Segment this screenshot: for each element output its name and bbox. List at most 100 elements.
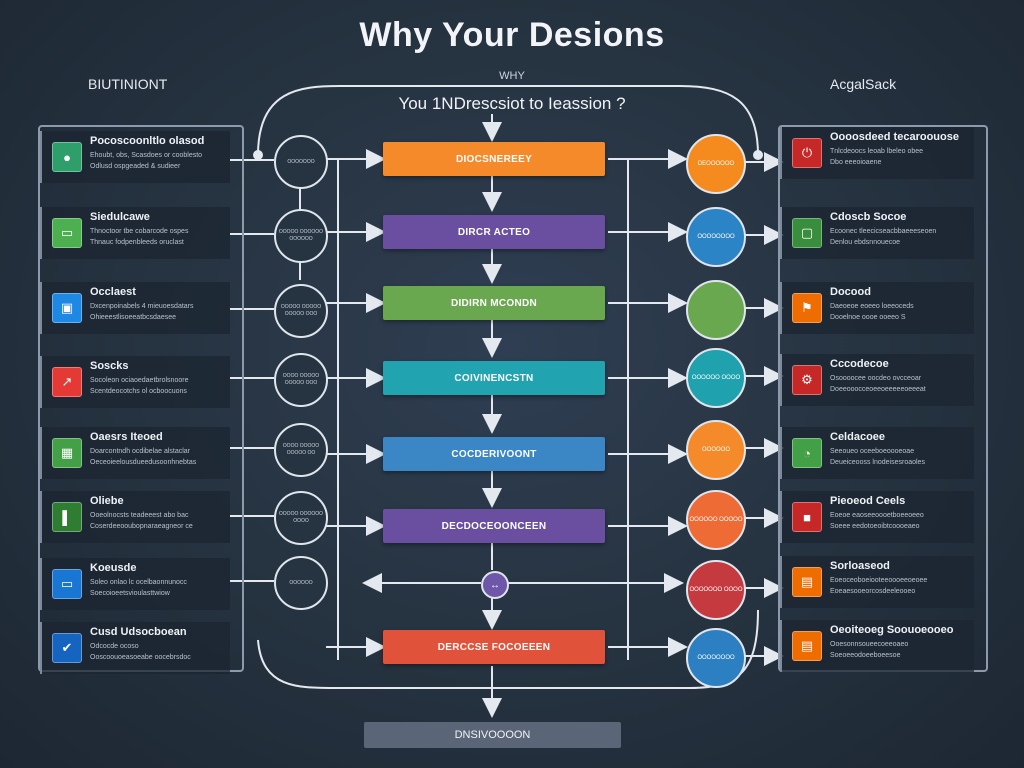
flag-icon: ⚑ <box>792 293 822 323</box>
final-decision-box[interactable]: DNSIVOOOON <box>364 722 621 748</box>
node-label: OOOOOOOO <box>697 234 735 240</box>
flow-step-bar[interactable]: DECDOCEOONCEEN <box>383 509 605 543</box>
card-text: Socoleon ociaoedaetbrolsnoore <box>90 377 189 384</box>
card-text: Dooelnoe oooe ooeeo S <box>830 314 906 321</box>
card-icon: ▭ <box>52 218 82 248</box>
card-text: Tnlcdeoocs leoab lbeleo obee <box>830 148 924 155</box>
card-text: Eoeaesooeorcosdeeleooeo <box>830 588 916 595</box>
card-title: Oaesrs Iteoed <box>90 431 163 443</box>
input-node-circle[interactable]: OOOOO OOOOO OOOOO OOO <box>274 284 328 338</box>
card-text: Soleo onlao lc ocelbaonnunocc <box>90 579 187 586</box>
input-node-circle[interactable]: OOOOO OOOOOO OOOOOO <box>274 209 328 263</box>
card-text: Soecoioeetsvioulasttwiow <box>90 590 170 597</box>
flow-step-bar[interactable]: DIDIRN MCONDN <box>383 286 605 320</box>
outcome-node-circle[interactable]: OOOOOO OOOOO <box>686 490 746 550</box>
card-title: Celdacoee <box>830 431 886 443</box>
node-label: OOOOO OOOOOO OOOOOO <box>278 229 324 242</box>
flow-step-bar[interactable]: DERCCSE FOCOEEEN <box>383 630 605 664</box>
card-text: Eoeoceoboeiooteeoooeeoeoee <box>830 577 928 584</box>
card-title: Cusd Udsocboean <box>90 626 187 638</box>
node-label: OOOO OOOOO OOOOO OO <box>282 443 320 456</box>
outcome-node-circle[interactable]: OOOOOOOO <box>686 207 746 267</box>
card-text: Doarcontndh ocdibelae alstaclar <box>90 448 191 455</box>
card-text: Oeceoieelousdueedusoonhnebtas <box>90 459 197 466</box>
node-label: OOOO OOOOO OOOOO OOO <box>282 373 320 386</box>
flow-step-bar[interactable]: COIVINENCSTN <box>383 361 605 395</box>
grid-icon: ▦ <box>52 438 82 468</box>
card-title: Sorloaseod <box>830 560 890 572</box>
card-title: Pieoeod Ceels <box>830 495 906 507</box>
input-node-circle[interactable]: OOOO OOOOO OOOOO OO <box>274 423 328 477</box>
question-label: You 1NDrescsiot to Ieassion ? <box>398 94 626 113</box>
input-node-circle[interactable]: OOOOO OOOOOO OOOO <box>274 491 328 545</box>
top-loop-line <box>257 85 759 156</box>
node-label: DEOOOOOO <box>697 161 735 167</box>
card-text: Denlou ebdsnnouecoe <box>830 239 901 246</box>
card-title: Soscks <box>90 360 129 372</box>
card-text: Daeoeoe eoeeo loeeoceds <box>830 303 914 310</box>
cup-icon: ◔ <box>792 438 822 468</box>
card-text: Odcocde ocoso <box>90 643 139 650</box>
bookmark-icon: ▌ <box>52 502 82 532</box>
right-header: AcgalSack <box>830 76 897 92</box>
card-text: Odlusd ospgeaded & sudieer <box>90 163 181 170</box>
page-title: Why Your Desions <box>359 16 665 54</box>
chart-icon: ↗ <box>52 367 82 397</box>
node-label: OOOOOOO <box>287 158 315 165</box>
card-text: Dxcenpoinabels 4 mieuoesdatars <box>90 303 194 310</box>
input-node-circle[interactable]: OOOOOOO <box>274 135 328 189</box>
small-label: WHY <box>499 70 525 82</box>
send-icon: ✔ <box>52 633 82 663</box>
loop-endpoint-dot <box>253 150 263 160</box>
card-text: Ooscoouoeasoeabe oocebrsdoc <box>90 654 191 661</box>
outcome-node-circle[interactable] <box>686 280 746 340</box>
node-label: OOOOO OOOOOO OOOO <box>278 511 324 524</box>
doc-icon: ▤ <box>792 631 822 661</box>
node-label: OOOOO OOOOO OOOOO OOO <box>280 304 322 317</box>
check-circle-icon: ● <box>52 142 82 172</box>
card-title: Occlaest <box>90 286 136 298</box>
card-text: Ecoonec tleecicseacbbaeeeseoen <box>830 228 937 235</box>
lock-icon: ■ <box>792 502 822 532</box>
card-text: Eoeoe eaoseeoooetboeeoeeo <box>830 512 924 519</box>
node-label: OOOOOO OOOOO <box>689 517 743 523</box>
outcome-node-circle[interactable]: OOOOOO OOOO <box>686 348 746 408</box>
monitor-icon: ▭ <box>52 569 82 599</box>
card-text: Ooesonnsoueecoeeoaeo <box>830 641 909 648</box>
node-label: OOOOOOO OOOO <box>689 587 743 593</box>
loop-endpoint-dot <box>753 150 763 160</box>
card-text: Deueiceooss lnodeisesroaoles <box>830 459 925 466</box>
outcome-node-circle[interactable]: OOOOOO <box>686 420 746 480</box>
card-text: Ehoubt, obs, Scasdoes or cooblesto <box>90 152 203 159</box>
flow-step-bar[interactable]: DIOCSNEREEY <box>383 142 605 176</box>
outcome-node-circle[interactable]: OOOOOOO OOOO <box>686 560 746 620</box>
node-label: OOOOOO <box>289 579 313 586</box>
input-node-circle[interactable]: OOOO OOOOO OOOOO OOO <box>274 353 328 407</box>
card-text: Doeeooocceoeeoeeeeeoeeeat <box>830 386 926 393</box>
outcome-node-circle[interactable]: DEOOOOOO <box>686 134 746 194</box>
card-title: Cccodecoe <box>830 358 889 370</box>
input-node-circle[interactable]: OOOOOO <box>274 556 328 610</box>
card-text: Thnoctoor tbe cobarcode ospes <box>90 228 189 235</box>
flow-step-bar[interactable]: COCDERIVOONT <box>383 437 605 471</box>
transfer-node: ↔ <box>481 571 509 599</box>
outcome-node-circle[interactable]: OOOOOOOO <box>686 628 746 688</box>
flow-step-bar[interactable]: DIRCR ACTEO <box>383 215 605 249</box>
card-text: Ooeolnocsts teadeeest abo bac <box>90 512 189 519</box>
